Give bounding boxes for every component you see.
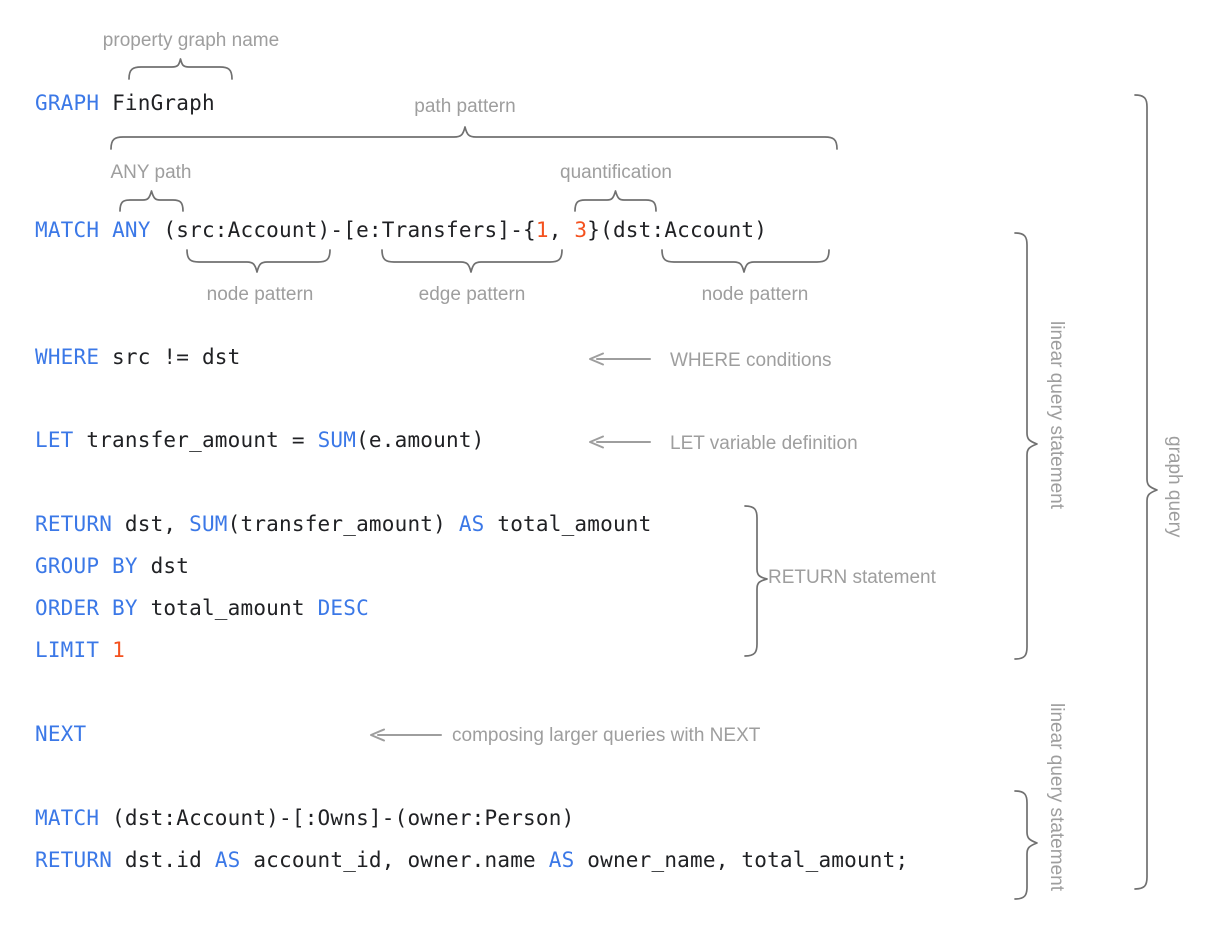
brace-node-pattern-left <box>186 249 331 273</box>
code-token: LIMIT <box>35 638 100 662</box>
brace-property-graph-name <box>128 58 233 80</box>
code-token: LET <box>35 428 74 452</box>
annotation-node-pattern-left: node pattern <box>206 284 314 305</box>
code-line-match-1: MATCH ANY (src:Account)-[e:Transfers]-{1… <box>35 220 767 241</box>
code-token: RETURN <box>35 848 113 872</box>
code-token: (dst:Account)-[:Owns]-(owner:Person) <box>99 806 575 830</box>
code-line-next: NEXT <box>35 724 86 745</box>
code-token: 3 <box>574 218 588 242</box>
code-token: dst.id <box>112 848 215 872</box>
code-token: MATCH <box>35 806 100 830</box>
brace-path-pattern <box>110 126 838 150</box>
annotation-property-graph-name: property graph name <box>102 30 280 51</box>
brace-node-pattern-right <box>661 249 830 273</box>
annotation-return-statement: RETURN statement <box>768 567 936 588</box>
brace-any-path <box>119 190 184 212</box>
annotation-edge-pattern: edge pattern <box>418 284 526 305</box>
annotation-linear-query-statement-2: linear query statement <box>1046 703 1067 891</box>
code-token: (src:Account)-[e:Transfers]-{ <box>150 218 536 242</box>
code-token: RETURN <box>35 512 113 536</box>
arrow-where-conditions <box>589 352 651 366</box>
arrow-let-variable-definition <box>589 435 651 449</box>
arrow-composing-with-next <box>370 728 442 742</box>
annotation-linear-query-statement-1: linear query statement <box>1046 321 1067 509</box>
code-token: }(dst:Account) <box>587 218 768 242</box>
code-line-match-2: MATCH (dst:Account)-[:Owns]-(owner:Perso… <box>35 808 574 829</box>
code-token: SUM <box>317 428 357 452</box>
code-token: ANY <box>112 218 151 242</box>
code-line-order-by: ORDER BY total_amount DESC <box>35 598 369 619</box>
code-token: AS <box>214 848 241 872</box>
annotation-composing-with-next: composing larger queries with NEXT <box>452 725 761 746</box>
annotation-let-variable-definition: LET variable definition <box>670 433 858 454</box>
annotation-where-conditions: WHERE conditions <box>670 350 832 371</box>
code-token: owner_name, total_amount; <box>574 848 909 872</box>
brace-graph-query <box>1134 94 1158 890</box>
code-token: total_amount <box>484 512 652 536</box>
code-token: ORDER BY <box>35 596 138 620</box>
code-token: DESC <box>317 596 369 620</box>
code-token: src != dst <box>99 345 241 369</box>
code-line-return-2: RETURN dst.id AS account_id, owner.name … <box>35 850 908 871</box>
code-token: AS <box>548 848 575 872</box>
brace-edge-pattern <box>381 249 563 273</box>
code-line-where: WHERE src != dst <box>35 347 241 368</box>
annotation-quantification: quantification <box>560 162 672 183</box>
code-token: (e.amount) <box>356 428 485 452</box>
annotation-node-pattern-right: node pattern <box>701 284 809 305</box>
code-token: account_id, owner.name <box>240 848 549 872</box>
code-token: NEXT <box>35 722 87 746</box>
annotation-path-pattern: path pattern <box>414 96 516 117</box>
brace-quantification <box>574 190 657 212</box>
code-token: dst, <box>112 512 190 536</box>
code-token: transfer_amount = <box>73 428 318 452</box>
code-line-group-by: GROUP BY dst <box>35 556 189 577</box>
code-token: MATCH <box>35 218 100 242</box>
code-token <box>99 218 112 242</box>
code-token: FinGraph <box>112 91 215 115</box>
code-token: (transfer_amount) <box>227 512 459 536</box>
code-token: SUM <box>189 512 228 536</box>
code-token: WHERE <box>35 345 100 369</box>
code-token: 1 <box>535 218 549 242</box>
brace-return-statement <box>744 505 768 657</box>
code-token: dst <box>137 554 190 578</box>
code-token: 1 <box>112 638 125 662</box>
code-line-graph: GRAPH FinGraph <box>35 93 215 114</box>
code-line-let: LET transfer_amount = SUM(e.amount) <box>35 430 485 451</box>
annotation-graph-query: graph query <box>1164 436 1185 538</box>
annotation-any-path: ANY path <box>110 162 192 183</box>
code-line-limit: LIMIT 1 <box>35 640 125 661</box>
code-token: total_amount <box>137 596 318 620</box>
code-token <box>99 91 112 115</box>
code-token: GROUP BY <box>35 554 138 578</box>
brace-linear-query-statement-2 <box>1014 790 1038 900</box>
brace-linear-query-statement-1 <box>1014 232 1038 660</box>
code-token: GRAPH <box>35 91 100 115</box>
code-line-return-1: RETURN dst, SUM(transfer_amount) AS tota… <box>35 514 652 535</box>
code-token: AS <box>458 512 485 536</box>
code-token: , <box>548 218 575 242</box>
code-token <box>99 638 112 662</box>
